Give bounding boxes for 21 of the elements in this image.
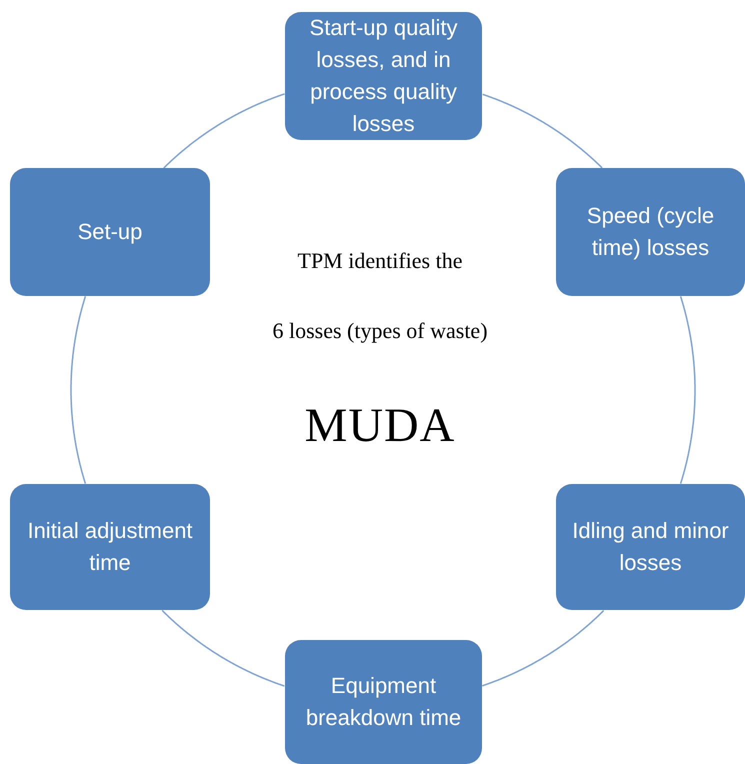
connector-arc — [162, 610, 285, 687]
connector-arc — [482, 94, 603, 168]
connector-arc — [70, 296, 86, 484]
center-text: TPM identifies the — [296, 248, 464, 274]
loss-box — [10, 168, 210, 296]
loss-box — [285, 12, 482, 140]
loss-box — [556, 484, 745, 610]
connector-arc — [680, 296, 696, 484]
box-label: Speed (cycle time) losses — [586, 202, 716, 262]
box-label: Set-up — [78, 218, 142, 246]
box-label: Idling and minor losses — [571, 517, 730, 577]
box-label: Start-up quality losses, and in process quality losses — [308, 14, 458, 138]
center-heading: MUDA — [304, 398, 456, 453]
loss-box — [556, 168, 745, 296]
connector-arc — [482, 610, 604, 687]
connector-arc — [163, 93, 285, 169]
loss-box — [285, 640, 482, 764]
box-label: Equipment breakdown time — [304, 672, 462, 732]
loss-box — [10, 484, 210, 610]
box-label: Initial adjustment time — [26, 517, 194, 577]
center-text: 6 losses (types of waste) — [271, 318, 489, 344]
